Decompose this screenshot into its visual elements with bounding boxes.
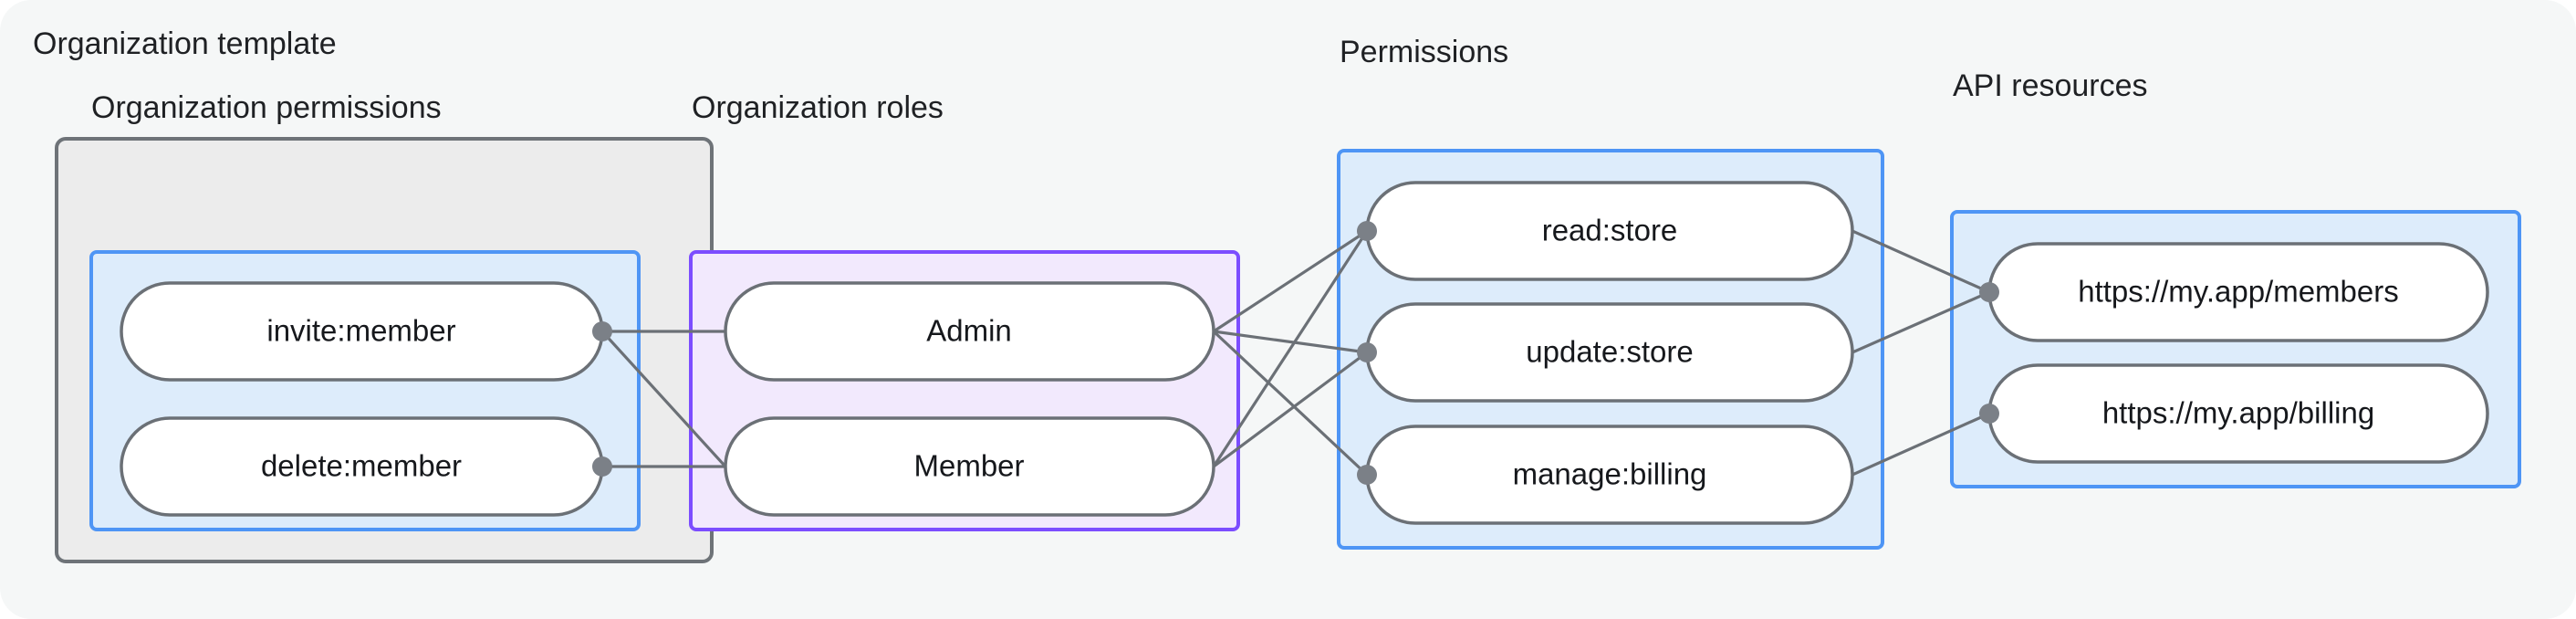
port-manage-billing-in bbox=[1357, 465, 1377, 485]
node-update-store-label: update:store bbox=[1526, 335, 1693, 369]
node-manage-billing-label: manage:billing bbox=[1513, 457, 1707, 491]
port-invite-member-out bbox=[592, 321, 612, 341]
node-billing-resource-label: https://my.app/billing bbox=[2102, 396, 2374, 430]
organization-template-title: Organization template bbox=[33, 26, 337, 61]
node-delete-member[interactable]: delete:member bbox=[120, 416, 604, 517]
node-admin[interactable]: Admin bbox=[724, 281, 1215, 382]
port-delete-member-out bbox=[592, 456, 612, 477]
node-members-resource[interactable]: https://my.app/members bbox=[1987, 242, 2489, 342]
edge-admin-to-manage-billing bbox=[1212, 330, 1369, 477]
node-invite-member[interactable]: invite:member bbox=[120, 281, 604, 382]
permissions-group-title: Permissions bbox=[1340, 35, 1508, 69]
edge-member-to-read-store bbox=[1212, 230, 1369, 467]
port-billing-resource-in bbox=[1979, 404, 1999, 424]
node-billing-resource[interactable]: https://my.app/billing bbox=[1987, 363, 2489, 464]
edge-member-to-update-store bbox=[1213, 351, 1368, 468]
node-manage-billing[interactable]: manage:billing bbox=[1365, 425, 1854, 525]
node-members-resource-label: https://my.app/members bbox=[2078, 275, 2399, 309]
node-invite-member-label: invite:member bbox=[266, 314, 455, 348]
edge-update-store-to-members bbox=[1851, 290, 1990, 354]
node-delete-member-label: delete:member bbox=[261, 449, 462, 483]
organization-roles-title: Organization roles bbox=[692, 90, 944, 125]
edge-layer bbox=[600, 229, 1990, 477]
node-read-store[interactable]: read:store bbox=[1365, 181, 1854, 281]
node-member[interactable]: Member bbox=[724, 416, 1215, 517]
node-update-store[interactable]: update:store bbox=[1365, 302, 1854, 403]
node-member-label: Member bbox=[913, 449, 1024, 483]
api-resources-group-title: API resources bbox=[1953, 68, 2148, 103]
edge-read-store-to-members bbox=[1851, 229, 1990, 294]
port-layer bbox=[592, 221, 1999, 485]
node-admin-label: Admin bbox=[926, 314, 1012, 348]
organization-permissions-title: Organization permissions bbox=[91, 90, 442, 125]
node-member-shape[interactable] bbox=[724, 416, 1215, 517]
port-members-resource-in bbox=[1979, 282, 1999, 302]
edge-admin-to-update-store bbox=[1213, 330, 1368, 354]
edge-admin-to-read-store bbox=[1213, 229, 1368, 333]
node-admin-shape[interactable] bbox=[724, 281, 1215, 382]
node-read-store-label: read:store bbox=[1542, 214, 1678, 247]
port-read-store-in bbox=[1357, 221, 1377, 241]
edge-invite-member-to-member bbox=[600, 330, 727, 468]
port-update-store-in bbox=[1357, 342, 1377, 362]
edge-manage-billing-to-billing bbox=[1851, 412, 1990, 477]
